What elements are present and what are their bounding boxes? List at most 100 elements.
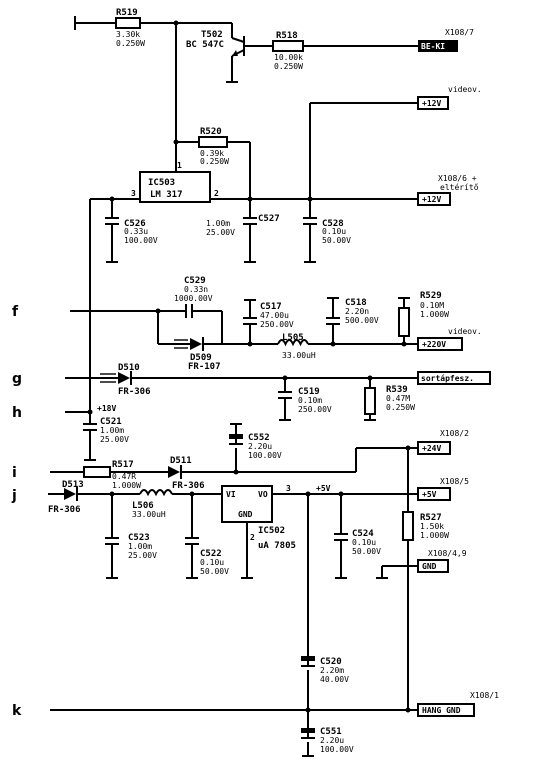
conn-220v-label: +220V [422,340,446,349]
c523-value: 1.00m [128,542,152,551]
l505-name: L505 [282,333,304,343]
r518-value: 10.00k [274,53,303,62]
r518-power: 0.250W [274,62,303,71]
row-label-h: h [12,405,22,421]
c526-value: 0.33u [124,227,148,236]
capacitor-c526: C526 0.33u 100.00V [105,217,158,245]
r519-name: R519 [116,8,138,18]
conn-24v-label: +24V [422,444,441,453]
d511-type: FR-306 [172,481,205,491]
c526-voltage: 100.00V [124,236,158,245]
ic503-pin1: 1 [177,161,182,170]
ic503-pin3: 3 [131,189,136,198]
resistor-r518: R518 10.00k 0.250W [272,31,304,71]
c527-voltage: 25.00V [206,228,235,237]
c529-name: C529 [184,276,206,286]
d510-name: D510 [118,363,140,373]
r517-value: 0.47R [112,472,136,481]
c551-name: C551 [320,727,342,737]
conn-hang-gnd-label: HANG GND [422,706,461,715]
c552-name: C552 [248,433,270,443]
conn-x105-label: X108/5 [440,477,469,486]
c551-voltage: 100.00V [320,745,354,754]
r520-power: 0.250W [200,157,229,166]
c520-voltage: 40.00V [320,675,349,684]
r529-name: R529 [420,291,442,301]
t502-name: T502 [201,30,223,40]
capacitor-c523: C523 1.00m 25.00V [105,533,157,560]
inductor-l506: L506 33.00uH [132,489,173,519]
row-label-g: g [12,371,22,387]
d509-name: D509 [190,353,212,363]
ic503-name: IC503 [148,178,175,188]
r527-name: R527 [420,513,442,523]
wires [48,16,418,757]
conn-x102-label: X108/2 [440,429,469,438]
ic502-name: IC502 [258,526,285,536]
d511-name: D511 [170,456,192,466]
c524-value: 0.10u [352,538,376,547]
ic503-type: LM 317 [150,190,183,200]
r529-power: 1.000W [420,310,449,319]
c528-voltage: 50.00V [322,236,351,245]
capacitor-c527: C527 1.00m 25.00V [206,214,280,237]
r539-value: 0.47M [386,394,410,403]
conn-x1049-label: X108/4,9 [428,549,467,558]
conn-x106-label: X108/6 + [438,174,477,183]
capacitor-c522: C522 0.10u 50.00V [185,537,229,576]
ic502-type: uA 7805 [258,541,296,551]
junctions [87,20,411,713]
r518-name: R518 [276,31,298,41]
r517-power: 1.000W [112,481,141,490]
d510-type: FR-306 [118,387,151,397]
r539-name: R539 [386,385,408,395]
row-label-j: j [11,488,17,504]
ic502-regulator: VI VO GND 3 2 IC502 uA 7805 [221,484,296,551]
c524-voltage: 50.00V [352,547,381,556]
c528-value: 0.10u [322,227,346,236]
r519-power: 0.250W [116,39,145,48]
diode-d513: D513 FR-306 [48,480,84,515]
r529-value: 0.10M [420,301,444,310]
capacitor-c517: C517 47.00u 250.00V [243,302,294,330]
row-label-k: k [12,703,22,719]
capacitor-c529: C529 0.33n 1000.00V [174,276,213,318]
capacitor-c552: C552 2.20u 100.00V [229,433,282,460]
c527-value: 1.00m [206,219,230,228]
c521-name: C521 [100,417,122,427]
l506-name: L506 [132,501,154,511]
conn-x101-label: X108/1 [470,691,499,700]
capacitor-c528: C528 0.10u 50.00V [303,217,351,245]
c518-name: C518 [345,298,367,308]
c521-voltage: 25.00V [100,435,129,444]
c522-value: 0.10u [200,558,224,567]
conn-12v-2-label: +12V [422,195,441,204]
r517-name: R517 [112,460,134,470]
capacitor-c521: C521 1.00m 25.00V [83,417,129,444]
c520-name: C520 [320,657,342,667]
resistor-r539: R539 0.47M 0.250W [364,385,415,415]
d513-name: D513 [62,480,84,490]
conn-gnd-label: GND [422,562,437,571]
resistor-r519: R519 3.30k 0.250W [115,8,145,48]
c517-name: C517 [260,302,282,312]
diode-d510: D510 FR-306 [100,363,151,397]
c552-voltage: 100.00V [248,451,282,460]
conn-sortapfesz-label: sortápfesz. [421,374,474,383]
row-label-i: i [12,465,17,481]
r520-value: 0.39k [200,149,224,158]
c517-voltage: 250.00V [260,320,294,329]
ic503-regulator: IC503 LM 317 1 2 3 [131,161,219,203]
row-label-f: f [12,304,19,320]
l505-value: 33.00uH [282,351,316,360]
c551-value: 2.20u [320,736,344,745]
c529-voltage: 1000.00V [174,294,213,303]
ic502-pin2: 2 [250,533,255,542]
c527-name: C527 [258,214,280,224]
capacitor-c519: C519 0.10m 250.00V [278,387,332,414]
c524-name: C524 [352,529,374,539]
c518-voltage: 500.00V [345,316,379,325]
l506-value: 33.00uH [132,510,166,519]
d513-type: FR-306 [48,505,81,515]
capacitor-c518: C518 2.20n 500.00V [326,298,379,330]
